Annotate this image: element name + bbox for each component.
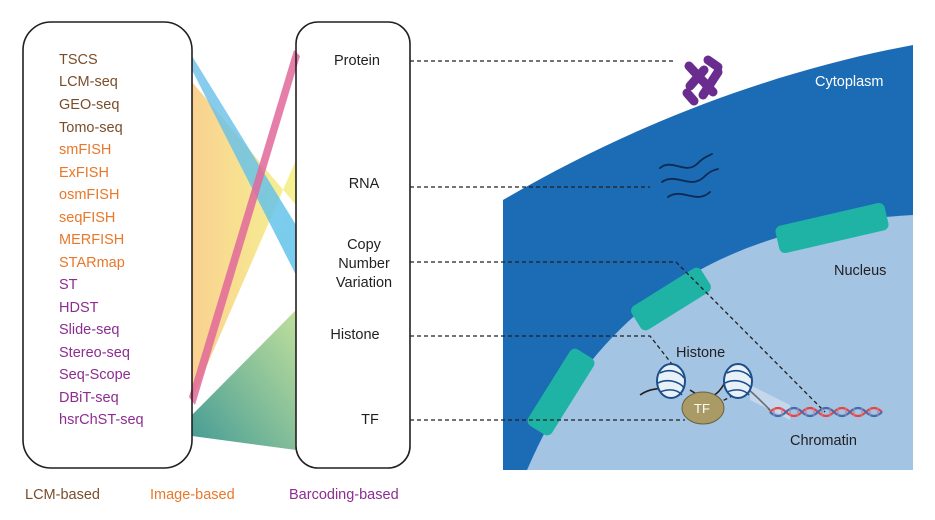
method-item-stereo-seq: Stereo-seq xyxy=(59,345,130,361)
method-item-starmap: STARmap xyxy=(59,255,125,271)
method-item-seqfish: seqFISH xyxy=(59,210,116,226)
method-item-tscs: TSCS xyxy=(59,52,98,68)
method-item-hsrchst-seq: hsrChST-seq xyxy=(59,412,144,428)
method-item-tomo-seq: Tomo-seq xyxy=(59,120,123,136)
legend-barcoding-based: Barcoding-based xyxy=(289,487,399,503)
method-box xyxy=(22,21,193,469)
omic-histone: Histone xyxy=(330,327,380,343)
method-item-slide-seq: Slide-seq xyxy=(59,322,120,338)
chromatin-art xyxy=(639,363,883,425)
method-item-exfish: ExFISH xyxy=(59,165,109,181)
rna-strands-icon xyxy=(659,153,719,198)
omic-cnv-line3: Variation xyxy=(335,275,393,291)
histone-label: Histone xyxy=(676,345,726,361)
omics-box xyxy=(295,21,411,469)
tf-node xyxy=(681,391,725,425)
nucleosome-icon xyxy=(656,363,753,399)
chromatin-label: Chromatin xyxy=(790,433,857,449)
omic-tf: TF xyxy=(361,412,379,428)
nucleus-region xyxy=(527,215,913,470)
method-item-st: ST xyxy=(59,277,78,293)
dna-helix-icon xyxy=(769,406,883,418)
omic-protein: Protein xyxy=(334,53,380,69)
cytoplasm-label: Cytoplasm xyxy=(815,74,884,90)
nucleus-label: Nucleus xyxy=(834,263,887,279)
method-item-dbit-seq: DBiT-seq xyxy=(59,390,119,406)
zoom-wedge xyxy=(750,385,790,420)
protein-receptor-icon xyxy=(682,55,723,106)
band-barcoding-to-histone-tf xyxy=(192,310,296,450)
legend-lcm-based: LCM-based xyxy=(25,487,100,503)
method-item-lcm-seq: LCM-seq xyxy=(59,74,118,90)
method-item-hdst: HDST xyxy=(59,300,99,316)
cell-illustration xyxy=(503,45,913,470)
band-barcoding-to-protein xyxy=(189,50,300,405)
method-item-seq-scope: Seq-Scope xyxy=(59,367,131,383)
method-item-smfish: smFISH xyxy=(59,142,112,158)
nuclear-membrane-segments xyxy=(527,202,889,436)
omic-rna: RNA xyxy=(348,176,380,192)
band-lcm-to-cnv xyxy=(192,56,296,275)
omic-cnv-line1: Copy xyxy=(347,237,381,253)
method-item-osmfish: osmFISH xyxy=(59,187,120,203)
connection-bands xyxy=(189,50,300,450)
legend-image-based: Image-based xyxy=(150,487,235,503)
omic-cnv-line2: Number xyxy=(338,256,390,272)
omic-cnv: Copy Number Variation xyxy=(296,236,432,293)
method-item-merfish: MERFISH xyxy=(59,232,125,248)
tf-node-label: TF xyxy=(694,401,710,416)
method-item-geo-seq: GEO-seq xyxy=(59,97,120,113)
